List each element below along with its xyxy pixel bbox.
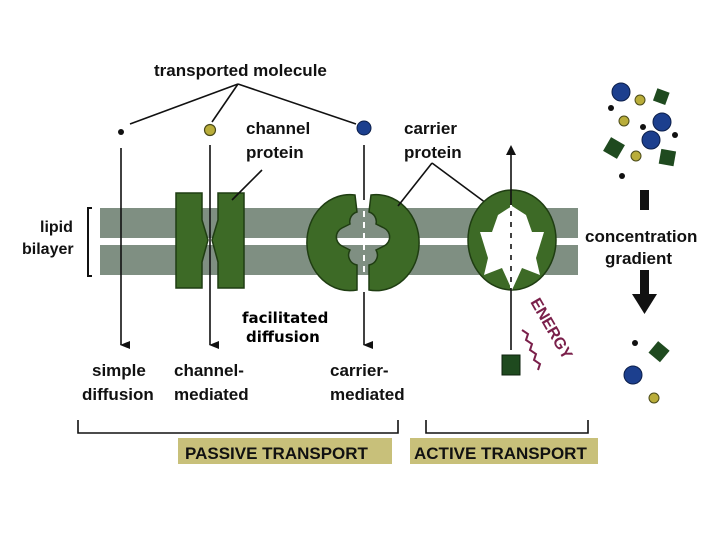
passive-transport-box	[178, 438, 392, 464]
channel-protein-label-line2: protein	[246, 143, 304, 162]
channel-protein-leader	[231, 169, 263, 201]
low-concentration-cluster	[623, 340, 670, 404]
concentration-gradient-label-line2: gradient	[605, 249, 672, 268]
simple-diffusion-label-line2: diffusion	[82, 385, 154, 404]
carrier-protein-label-line2: protein	[404, 143, 462, 162]
channel-molecule	[203, 123, 217, 137]
active-transport-bracket	[425, 420, 589, 434]
concentration-gradient-label-line1: concentration	[585, 227, 697, 246]
carrier-protein-passive	[306, 193, 420, 292]
channel-protein	[175, 192, 245, 289]
passive-transport-bracket	[77, 420, 399, 434]
active-transport-molecule	[501, 354, 521, 376]
channel-mediated-label-line1: channel-	[174, 361, 244, 380]
carrier-molecule	[356, 120, 372, 136]
gradient-arrow-head	[632, 294, 657, 314]
gradient-arrow-top	[640, 190, 649, 210]
bilayer-midline	[100, 238, 578, 245]
lipid-bilayer-label-line2: bilayer	[22, 241, 74, 258]
carrier-mediated-label-line2: mediated	[330, 385, 405, 404]
active-transport-box	[410, 438, 598, 464]
simple-diffusion-molecule	[118, 129, 124, 135]
high-concentration-cluster	[603, 82, 678, 179]
facilitated-diffusion-label-line1: facilitated	[242, 309, 328, 327]
channel-mediated-label-line2: mediated	[174, 385, 249, 404]
transported-molecule-leaders	[129, 83, 357, 125]
active-transport-label: ACTIVE TRANSPORT	[414, 444, 587, 463]
facilitated-diffusion-label-line2: diffusion	[246, 328, 320, 346]
transported-molecule-label: transported molecule	[154, 61, 327, 80]
carrier-mediated-label-line1: carrier-	[330, 361, 389, 380]
energy-squiggle	[521, 329, 542, 371]
channel-protein-label-line1: channel	[246, 119, 310, 138]
lipid-bilayer-label-line1: lipid	[40, 219, 73, 236]
lipid-bilayer-bracket	[87, 207, 92, 277]
carrier-protein-label-line1: carrier	[404, 119, 457, 138]
simple-diffusion-label-line1: simple	[92, 361, 146, 380]
passive-transport-label: PASSIVE TRANSPORT	[185, 444, 369, 463]
gradient-arrow-bottom	[640, 270, 649, 296]
carrier-protein-leaders	[397, 162, 491, 207]
